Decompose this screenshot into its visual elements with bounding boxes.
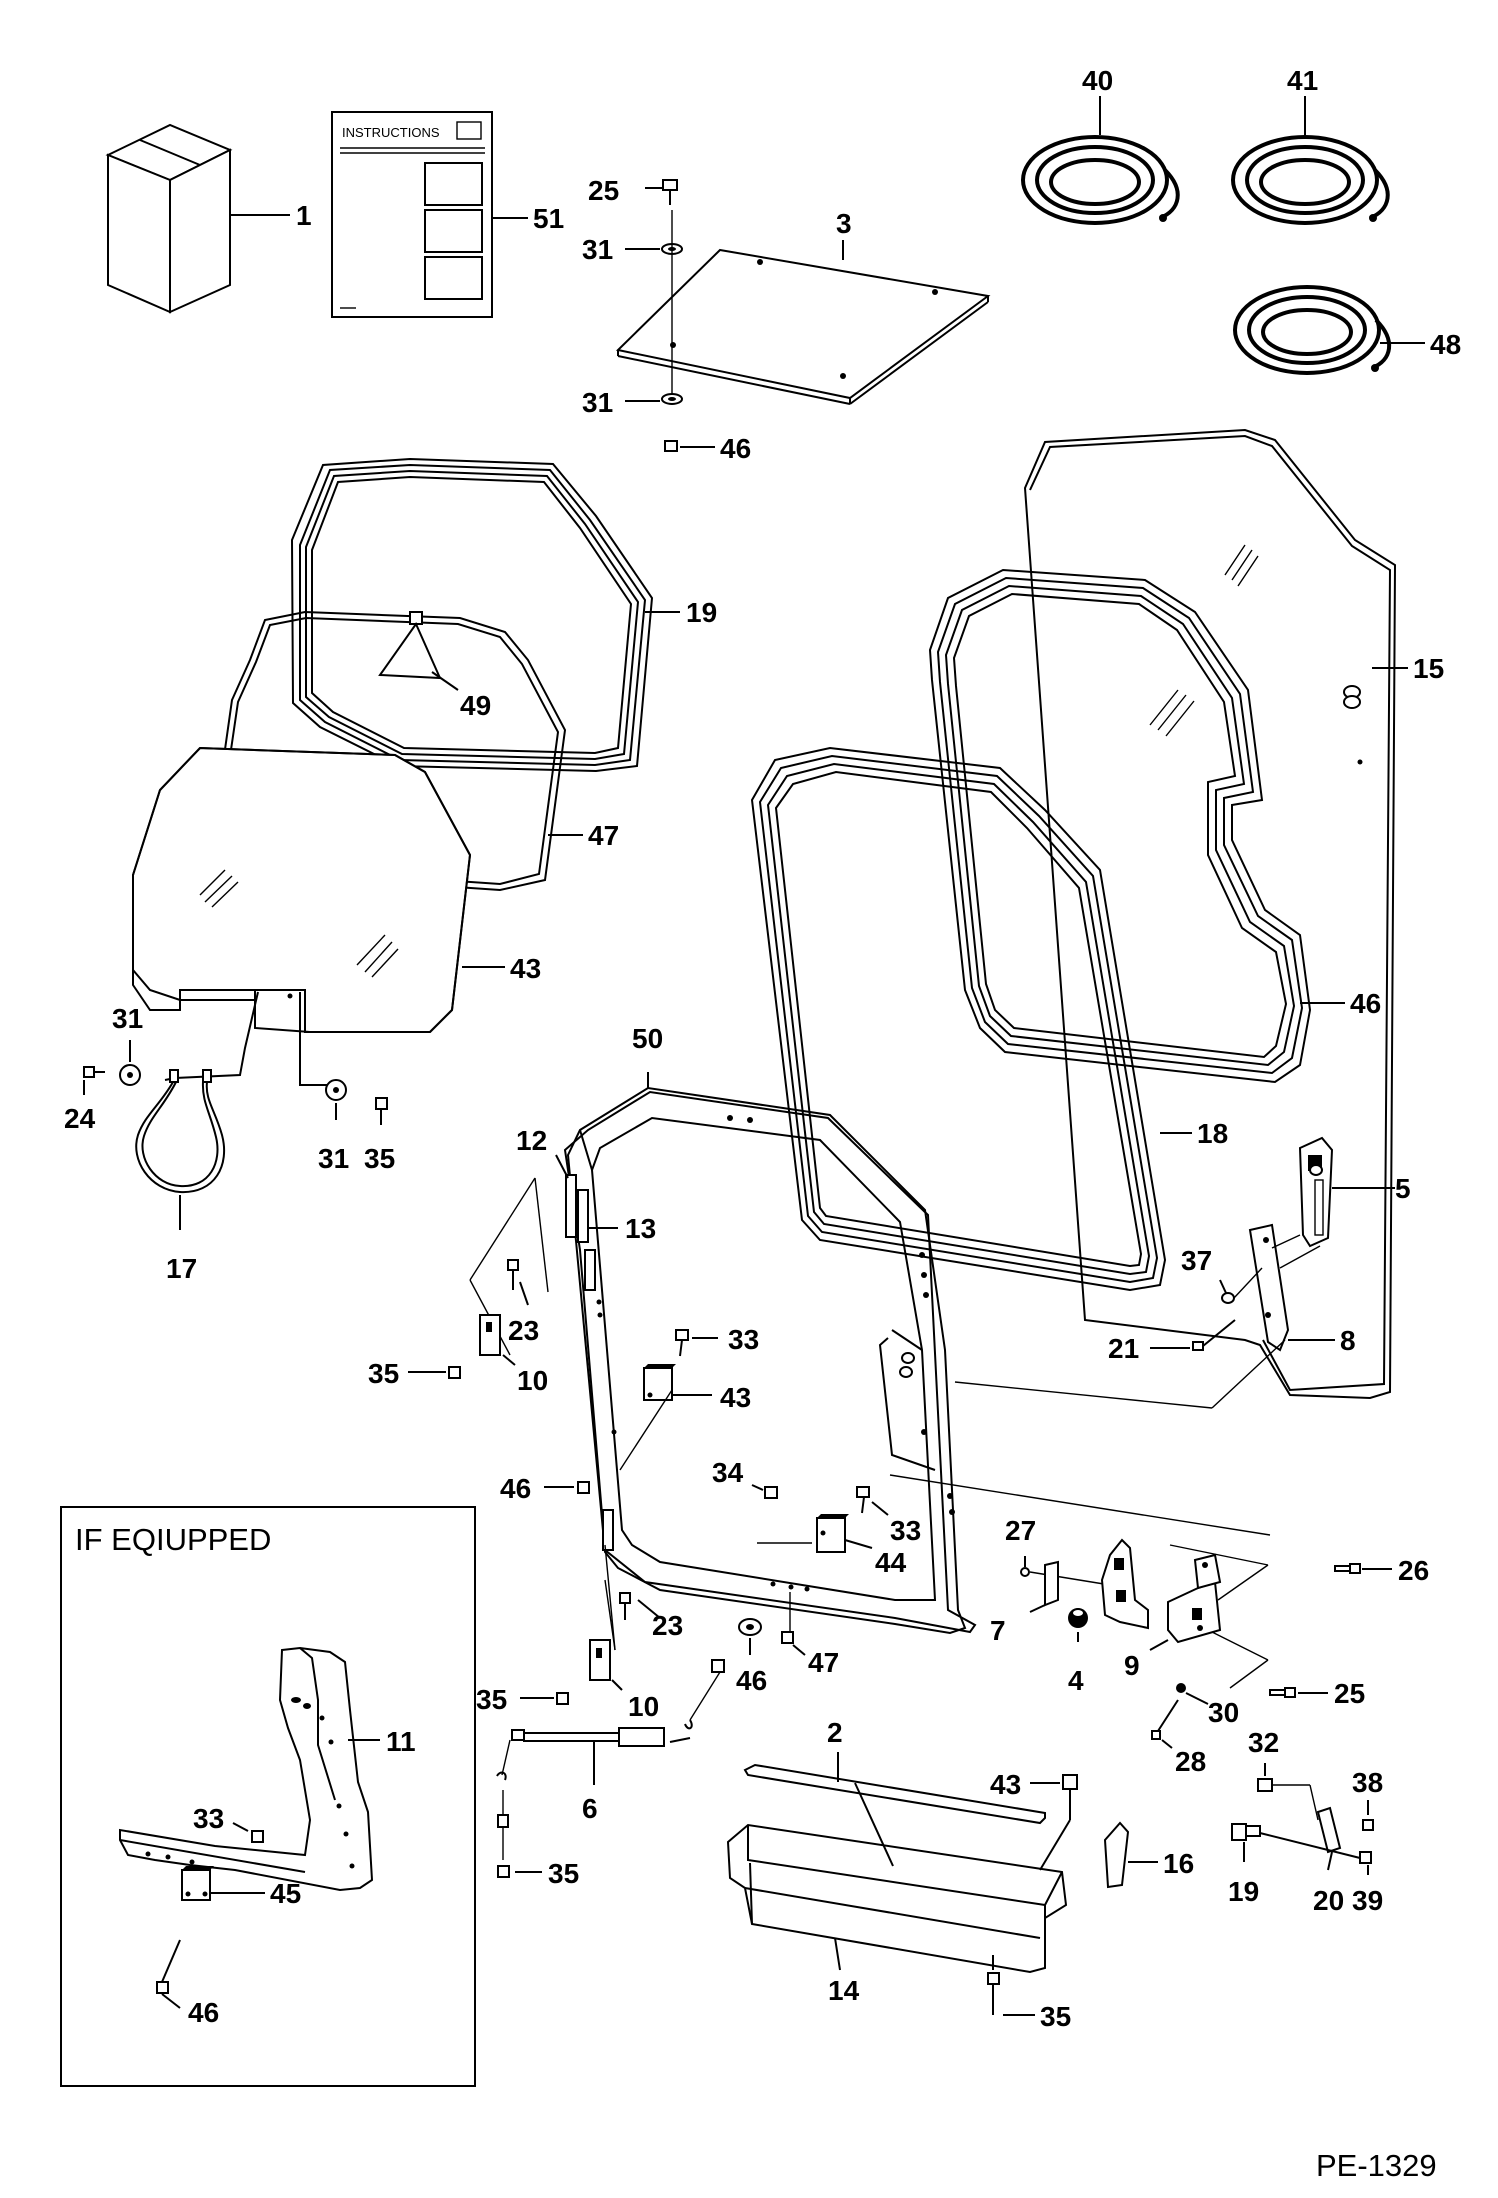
- callout-5: 5: [1395, 1173, 1411, 1204]
- callout-1: 1: [296, 200, 312, 231]
- callout-32: 32: [1248, 1727, 1279, 1758]
- callout-8: 8: [1340, 1325, 1356, 1356]
- part-bracket-43-upper: 43 33: [619, 1324, 759, 1471]
- part-hinge-5-8: 5 8 37 21: [889, 1136, 1411, 1536]
- callout-46-d: 46: [188, 1997, 219, 2028]
- callout-33-b: 33: [890, 1515, 921, 1546]
- inset-title: IF EQIUPPED: [75, 1522, 271, 1557]
- callout-25: 25: [588, 175, 619, 206]
- part-box: 1: [105, 123, 312, 314]
- callout-37: 38: [1352, 1767, 1383, 1798]
- callout-35-b: 35: [368, 1358, 399, 1389]
- callout-21: 20: [1313, 1885, 1344, 1916]
- callout-7: 7: [990, 1615, 1006, 1646]
- part-hinge-hardware-lower: 23 10 35: [476, 1544, 683, 1722]
- part-seal-coil-40: 41: [1231, 65, 1390, 225]
- callout-29: 27: [1005, 1515, 1036, 1546]
- callout-30: 30: [1208, 1697, 1239, 1728]
- callout-9: 9: [1124, 1650, 1140, 1681]
- callout-39: 40: [1082, 65, 1113, 96]
- callout-36: 37: [1181, 1245, 1212, 1276]
- callout-31-d: 31: [318, 1143, 349, 1174]
- part-latch-4-7: 27 7 4: [990, 1515, 1149, 1696]
- part-washer-45: 46 47: [711, 1592, 839, 1696]
- callout-14: 14: [828, 1975, 860, 2006]
- callout-28: 28: [1175, 1746, 1206, 1777]
- callout-35-e: 35: [1040, 2001, 1071, 2032]
- callout-44: 46: [1350, 988, 1381, 1019]
- callout-33-c: 33: [193, 1803, 224, 1834]
- callout-35-a: 35: [364, 1143, 395, 1174]
- callout-23-a: 23: [508, 1315, 539, 1346]
- part-instructions-sheet: INSTRUCTIONS 51: [331, 111, 564, 318]
- callout-12: 12: [516, 1125, 547, 1156]
- callout-31-c: 31: [112, 1003, 143, 1034]
- callout-40: 41: [1287, 65, 1318, 96]
- callout-45: 46: [736, 1665, 767, 1696]
- callout-2: 2: [827, 1717, 843, 1748]
- callout-26: 25: [1334, 1678, 1365, 1709]
- inset-if-equipped: IF EQIUPPED 11 33 45 46: [60, 1506, 476, 2087]
- callout-22: 21: [1108, 1333, 1139, 1364]
- callout-43-a: 43: [720, 1382, 751, 1413]
- callout-4: 4: [1068, 1665, 1084, 1696]
- callout-50: 50: [632, 1023, 663, 1054]
- callout-46-b: 46: [500, 1473, 531, 1504]
- part-gas-strut-6: 6 35: [496, 1671, 721, 1889]
- callout-17: 18: [1197, 1118, 1228, 1149]
- callout-48: 48: [1430, 329, 1461, 360]
- part-window-glass-41: 43: [132, 746, 541, 1086]
- callout-41: 43: [510, 953, 541, 984]
- callout-19: 19: [686, 597, 717, 628]
- callout-10-b: 10: [628, 1691, 659, 1722]
- callout-27: 26: [1398, 1555, 1429, 1586]
- callout-23-b: 23: [652, 1610, 683, 1641]
- drawing-number: PE-1329: [1316, 2148, 1437, 2183]
- part-window-frame-19: 19: [290, 457, 717, 773]
- callout-33-a: 33: [728, 1324, 759, 1355]
- callout-16: 17: [166, 1253, 197, 1284]
- callout-46-a: 46: [720, 433, 751, 464]
- callout-43-c: 45: [270, 1878, 301, 1909]
- part-hinge-hardware-upper: 23 10 35: [368, 1177, 549, 1396]
- part-cover-plate: 3 25 31 31 46: [582, 175, 991, 464]
- part-tray-2-14: 2 14 35 43 16: [726, 1717, 1194, 2032]
- callout-35-c: 35: [476, 1684, 507, 1715]
- callout-6: 6: [582, 1793, 598, 1824]
- callout-31-a: 31: [582, 234, 613, 265]
- callout-47: 47: [588, 820, 619, 851]
- part-door-seal-44: 46: [928, 568, 1381, 1084]
- part-latch-pin-20-21: 32 38 19 20 39: [1228, 1727, 1383, 1916]
- callout-31-b: 31: [582, 387, 613, 418]
- part-bracket-43-lower: 34 44 33: [712, 1457, 921, 1578]
- callout-15: 15: [1413, 653, 1444, 684]
- callout-24: 24: [64, 1103, 96, 1134]
- callout-46-c: 47: [808, 1647, 839, 1678]
- part-strap-49: 49: [378, 611, 491, 721]
- callout-10-a: 10: [517, 1365, 548, 1396]
- part-door-seal-17: 18: [750, 746, 1228, 1292]
- callout-3: 3: [836, 208, 852, 239]
- callout-18: 16: [1163, 1848, 1194, 1879]
- callout-20: 19: [1228, 1876, 1259, 1907]
- callout-13: 13: [625, 1213, 656, 1244]
- callout-38: 39: [1352, 1885, 1383, 1916]
- callout-34: 34: [712, 1457, 744, 1488]
- callout-11: 11: [386, 1726, 416, 1757]
- callout-49: 49: [460, 690, 491, 721]
- callout-43-b: 44: [875, 1547, 907, 1578]
- part-seal-coil-48: 48: [1233, 285, 1461, 375]
- part-nut-46-frame: 46: [500, 1473, 590, 1504]
- part-striker-9: 9 26 25 30 28: [1124, 1544, 1429, 1777]
- callout-42: 43: [990, 1769, 1021, 1800]
- callout-35-d: 35: [548, 1858, 579, 1889]
- callout-51: 51: [533, 203, 564, 234]
- part-door-glass-15: 15: [1023, 428, 1444, 1400]
- instructions-label: INSTRUCTIONS: [342, 125, 440, 140]
- part-seal-coil-39: 40: [1021, 65, 1180, 225]
- part-lanyard-hardware: 31 24 17 31 35: [64, 1003, 395, 1284]
